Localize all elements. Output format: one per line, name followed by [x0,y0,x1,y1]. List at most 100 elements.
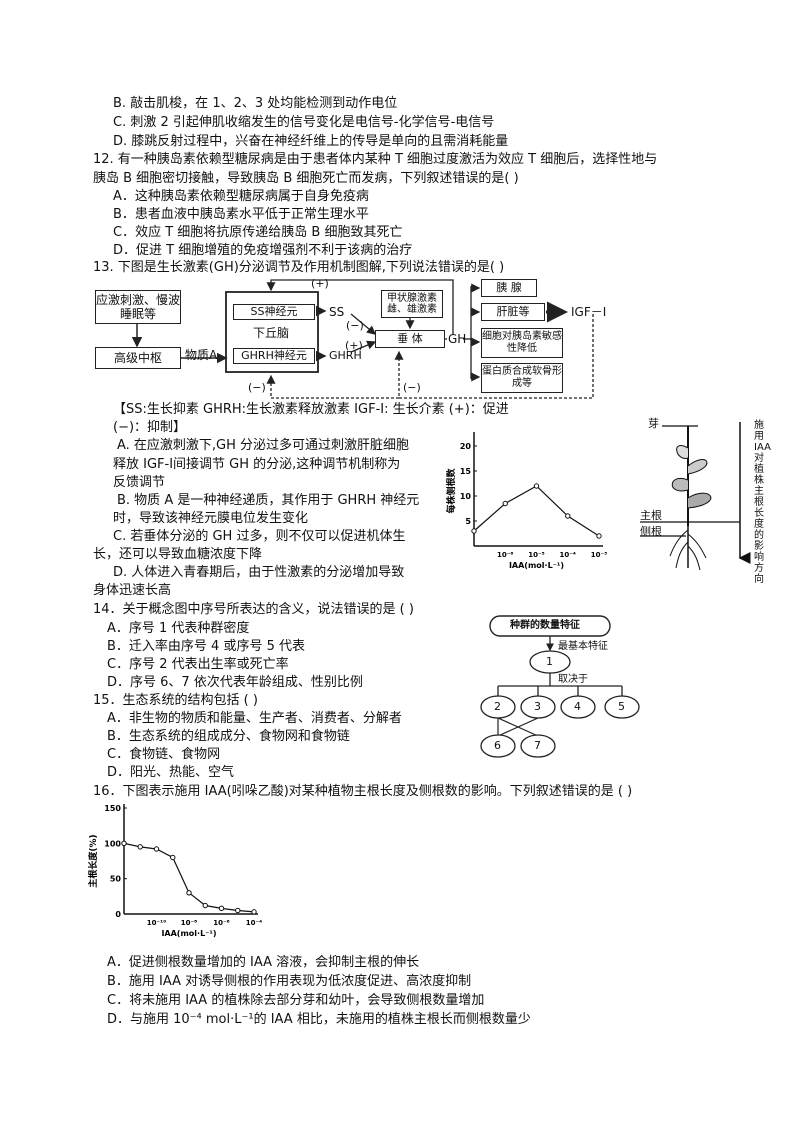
x-axis-label: IAA(mol·L⁻¹) [161,929,216,938]
higher-center-box: 高级中枢 [95,347,181,369]
q11-option-b: B. 敲击肌梭，在 1、2、3 处均能检测到动作电位 [113,96,398,111]
concept-map-lines [480,615,640,758]
liver-box: 肝脏等 [481,303,545,321]
q13-option-d-line2: 身体迅速长高 [93,583,172,598]
data-point [502,500,508,507]
q16-option-a: A．促进侧根数量增加的 IAA 溶液，会抑制主根的伸长 [107,955,420,970]
q16-stem: 16．下图表示施用 IAA(吲哚乙酸)对某种植物主根长度及侧根数的影响。下列叙述… [93,784,633,799]
y-tick-label: 20 [460,442,472,451]
q12-option-d: D．促进 T 细胞增殖的免疫增强剂不利于该病的治疗 [113,243,413,258]
plant-drawing [640,422,751,571]
node-6: 6 [494,739,501,752]
q16-option-d: D．与施用 10⁻⁴ mol·L⁻¹的 IAA 相比，未施用的植株主根长而侧根数… [107,1012,531,1027]
y-tick-label: 5 [465,517,471,526]
q14-option-c: C．序号 2 代表出生率或死亡率 [107,657,289,672]
q11-option-c: C. 刺激 2 引起伸肌收缩发生的信号变化是电信号-化学信号-电信号 [113,115,495,130]
bud-label: 芽 [648,417,659,430]
q16-option-b: B．施用 IAA 对诱导侧根的作用表现为低浓度促进、高浓度抑制 [107,974,472,989]
data-point [202,902,208,909]
y-tick-label: 50 [110,875,122,884]
x-tick-label: 10⁻³ [591,551,608,559]
minus-label-ss: (−) [346,319,364,332]
node-2: 2 [494,700,501,713]
protein-synthesis-box: 蛋白质合成软骨形成等 [481,363,563,393]
q14-stem: 14．关于概念图中序号所表达的含义，说法错误的是 ( ) [93,602,414,617]
q15-option-a: A．非生物的物质和能量、生产者、消费者、分解者 [107,711,402,726]
q12-option-b: B．患者血液中胰岛素水平低于正常生理水平 [113,207,369,222]
y-tick-label: 150 [104,804,121,813]
x-tick-label: 10⁻⁵ [528,551,545,559]
data-point [218,905,225,912]
gh-label: GH [448,332,467,346]
q11-option-d: D. 膝跳反射过程中，兴奋在神经纤维上的传导是单向的且需消耗能量 [113,134,509,149]
data-point [170,854,176,861]
minus-label-bottom-right: (−) [403,381,421,394]
y-axis-label: 主根长度(%) [87,834,99,887]
x-tick-label: 10⁻¹⁰ [147,919,167,927]
x-tick-label: 10⁻⁸ [181,919,198,927]
plant-illustration: 芽 主根 侧根 施用IAA对植株主根长度的影响方向 [640,417,780,585]
data-point [471,528,477,534]
q13-legend-line1: 【SS:生长抑素 GHRH:生长激素释放激素 IGF-Ⅰ: 生长介素 (+)：促… [113,402,509,417]
data-point [533,483,540,489]
data-point [596,533,602,539]
q13-stem: 13. 下图是生长激素(GH)分泌调节及作用机制图解,下列说法错误的是( ) [93,260,505,275]
q15-stem: 15．生态系统的结构包括 ( ) [93,693,258,708]
x-tick-label: 10⁻⁶ [213,919,230,927]
q16-option-c: C．将未施用 IAA 的植株除去部分芽和幼叶，会导致侧根数量增加 [107,993,485,1008]
q14-option-d: D．序号 6、7 依次代表年龄组成、性别比例 [107,675,363,690]
node-1: 1 [546,655,553,668]
plus-label-top: (+) [311,277,329,290]
node-3: 3 [534,700,541,713]
main-root-label: 主根 [640,509,662,522]
stress-box: 应激刺激、慢波睡眠等 [95,290,181,324]
q13-option-d-line1: D. 人体进入青春期后，由于性激素的分泌增加导致 [113,565,405,580]
data-point [186,890,192,896]
data-point [235,907,241,914]
y-tick-label: 0 [115,910,121,919]
q13-option-a-line2: 释放 IGF-Ⅰ间接调节 GH 的分泌,这种调节机制称为 [113,457,401,472]
node-7: 7 [534,739,541,752]
hypothalamus-label: 下丘脑 [253,326,290,340]
q13-option-a-line3: 反馈调节 [113,475,166,490]
pancreas-box: 胰 腺 [481,279,537,297]
lateral-root-label: 侧根 [640,525,662,538]
y-tick-label: 10 [460,492,472,501]
data-point [565,513,571,519]
ghrh-label: GHRH [329,349,362,362]
x-tick-label: 10⁻⁴ [559,551,576,559]
q13-option-b-line1: B. 物质 A 是一种神经递质，其作用于 GHRH 神经元 [117,493,420,508]
diagram-arrows [131,279,594,399]
basic-feature-label: 最基本特征 [558,641,608,652]
y-axis-label: 每株侧根数 [445,468,457,514]
q12-stem-line2: 胰岛 B 细胞密切接触，导致胰岛 B 细胞死亡而发病，下列叙述错误的是( ) [93,171,519,186]
q13-option-b-line2: 时，导致该神经元膜电位发生变化 [113,511,309,526]
data-point [121,840,127,847]
gh-regulation-diagram: 应激刺激、慢波睡眠等 高级中枢 物质A SS神经元 下丘脑 GHRH神经元 SS… [93,276,613,402]
q12-option-a: A．这种胰岛素依赖型糖尿病属于自身免疫病 [113,189,369,204]
iaa-direction-label: 施用IAA对植株主根长度的影响方向 [754,420,771,585]
q14-option-a: A．序号 1 代表种群密度 [107,621,250,636]
y-tick-label: 15 [460,467,472,476]
node-4: 4 [574,700,581,713]
x-axis-label: IAA(mol·L⁻¹) [509,561,564,570]
x-tick-label: 10⁻⁴ [246,919,263,927]
minus-label-bottom-left: (−) [248,381,266,394]
series-line [473,485,600,537]
pituitary-box: 垂 体 [375,330,445,348]
concept-title: 种群的数量特征 [510,620,580,631]
data-point [137,844,143,850]
ghrh-neuron-box: GHRH神经元 [233,348,315,364]
q13-option-c-line1: C. 若垂体分泌的 GH 过多，则不仅可以促进机体生 [113,529,406,544]
ss-neuron-box: SS神经元 [233,304,315,320]
data-point [153,846,160,852]
q12-stem-line1: 12. 有一种胰岛素依赖型糖尿病是由于患者体内某种 T 细胞过度激活为效应 T … [93,152,658,167]
q13-option-a-line1: A. 在应激刺激下,GH 分泌过多可通过刺激肝脏细胞 [117,438,410,453]
q14-option-b: B．迁入率由序号 4 或序号 5 代表 [107,639,305,654]
ss-label: SS [329,305,345,319]
series-line [123,842,255,913]
q13-option-c-line2: 长，还可以导致血糖浓度下降 [93,547,263,562]
plus-label-ghrh: (+) [345,339,363,352]
igf-label: IGF－Ⅰ [571,305,607,319]
